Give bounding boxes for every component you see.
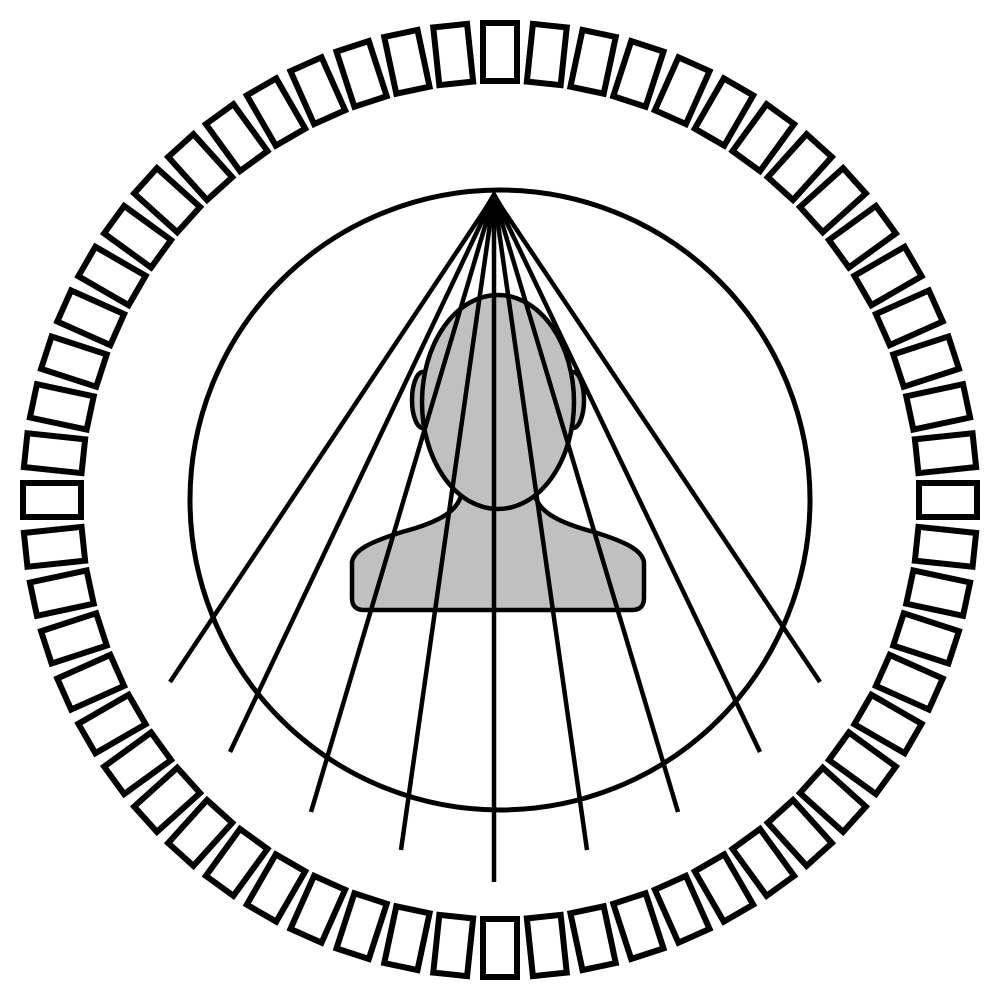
detector-element <box>911 523 980 571</box>
detector-element <box>795 163 871 237</box>
detector-element <box>429 911 477 980</box>
detector-element <box>728 824 799 901</box>
beam-ray <box>491 195 590 851</box>
detector-element <box>650 53 714 129</box>
detector-element <box>911 429 980 477</box>
detector-element <box>916 480 980 520</box>
detector-element <box>889 332 963 391</box>
detector-element <box>902 380 974 434</box>
detector-element <box>26 566 98 620</box>
detector-element <box>650 871 714 947</box>
detector-element <box>242 74 310 150</box>
detector-element <box>201 824 272 901</box>
beam-ray <box>492 194 822 684</box>
detector-element <box>332 889 391 963</box>
detector-element <box>763 795 837 871</box>
detector-element <box>763 129 837 205</box>
detector-element <box>37 332 111 391</box>
detector-element <box>609 37 668 111</box>
detector-element <box>824 201 901 272</box>
beam-ray <box>491 195 681 813</box>
detector-element <box>728 99 799 176</box>
detector-element <box>286 871 350 947</box>
detector-element <box>37 609 111 668</box>
beam-ray <box>398 195 497 851</box>
detector-element <box>480 916 520 980</box>
detector-element <box>824 728 901 799</box>
detector-element <box>850 690 926 758</box>
detector-element <box>380 26 434 98</box>
detector-element <box>380 902 434 974</box>
detector-element <box>566 902 620 974</box>
detector-element <box>889 609 963 668</box>
detector-element <box>523 20 571 89</box>
detector-element <box>690 74 758 150</box>
detector-element <box>429 20 477 89</box>
detector-element <box>332 37 391 111</box>
beam-ray <box>308 195 497 813</box>
detector-element <box>566 26 620 98</box>
detector-element <box>286 53 350 129</box>
detector-element <box>201 99 272 176</box>
detector-element <box>163 795 237 871</box>
detector-element <box>129 163 205 237</box>
detector-element <box>20 480 84 520</box>
detector-element <box>871 286 947 350</box>
beam-ray <box>227 195 497 753</box>
detector-element <box>242 850 310 926</box>
detector-element <box>20 429 89 477</box>
detector-element <box>850 242 926 310</box>
subject-torso <box>349 485 647 613</box>
fan-beam <box>168 194 822 882</box>
detector-element <box>53 650 129 714</box>
beam-ray <box>491 195 763 753</box>
detector-element <box>871 650 947 714</box>
subject-head <box>419 292 577 512</box>
detector-element <box>74 242 150 310</box>
detector-element <box>163 129 237 205</box>
detector-element <box>20 523 89 571</box>
detector-element <box>795 763 871 837</box>
detector-ring <box>20 20 980 980</box>
detector-element <box>53 286 129 350</box>
detector-element <box>690 850 758 926</box>
detector-element <box>609 889 668 963</box>
detector-element <box>99 201 176 272</box>
detector-element <box>523 911 571 980</box>
detector-element <box>26 380 98 434</box>
gantry-circle <box>187 187 813 813</box>
detector-element <box>480 20 520 84</box>
beam-ray <box>168 194 496 684</box>
detector-element <box>99 728 176 799</box>
detector-element <box>74 690 150 758</box>
detector-element <box>129 763 205 837</box>
detector-element <box>902 566 974 620</box>
x-ray-source-icon <box>480 190 508 214</box>
